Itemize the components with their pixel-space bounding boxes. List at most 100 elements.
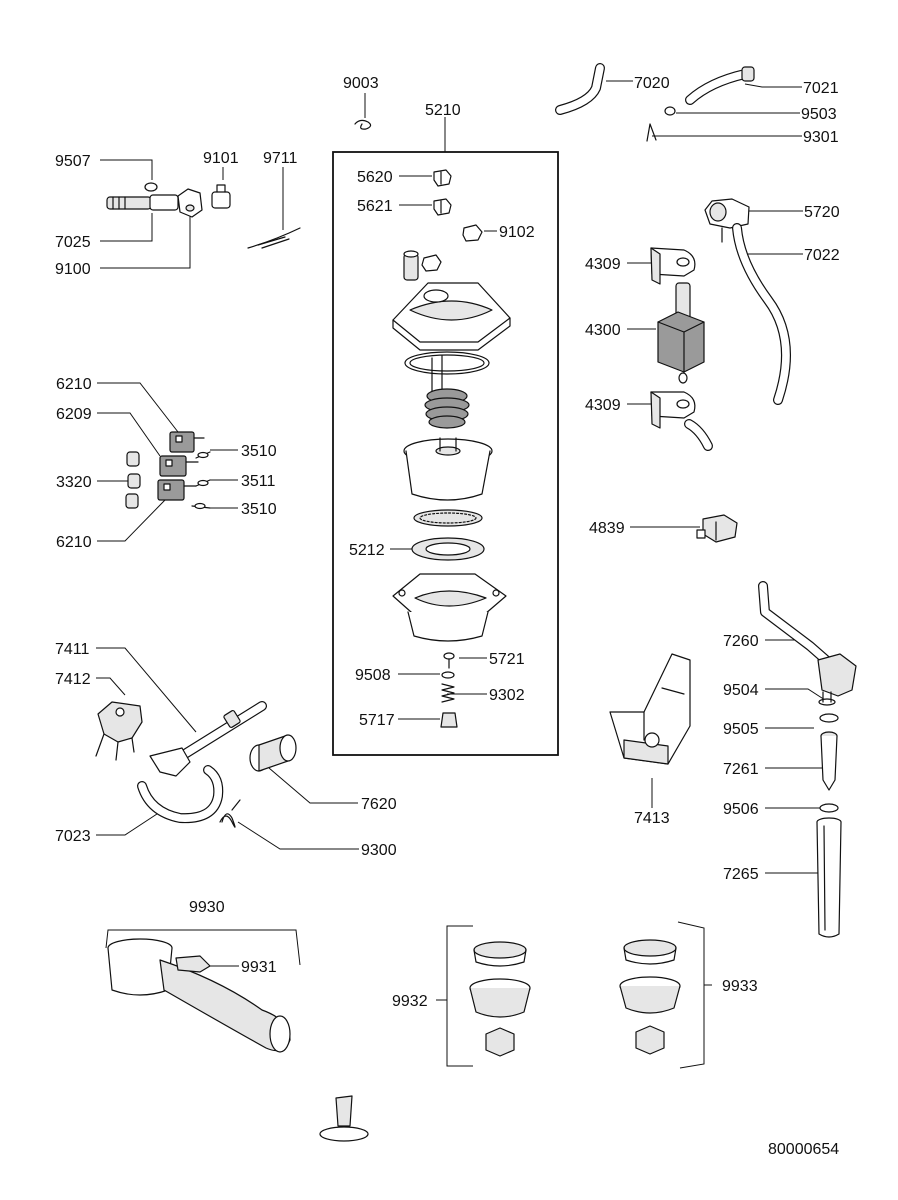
label-9504: 9504 bbox=[723, 682, 759, 699]
part-group-base bbox=[392, 573, 507, 642]
label-7265: 7265 bbox=[723, 866, 759, 883]
label-5210: 5210 bbox=[425, 102, 461, 119]
part-4309-bracket-bottom bbox=[650, 391, 696, 429]
part-7260-steam-pipe bbox=[758, 581, 857, 697]
part-4839-thermostat bbox=[696, 514, 738, 543]
part-9508-oring bbox=[441, 671, 455, 679]
part-5717-valve bbox=[440, 712, 458, 728]
label-9100: 9100 bbox=[55, 261, 91, 278]
label-4839: 4839 bbox=[589, 520, 625, 537]
drawing-number: 80000654 bbox=[768, 1141, 839, 1158]
label-9302: 9302 bbox=[489, 687, 525, 704]
part-9931-clip bbox=[175, 955, 211, 973]
label-5717: 5717 bbox=[359, 712, 395, 729]
part-boiler-small-fittings bbox=[403, 250, 442, 281]
label-9931: 9931 bbox=[241, 959, 277, 976]
part-9003-clip bbox=[354, 119, 372, 130]
part-7412-bracket bbox=[95, 701, 143, 761]
part-7411-lever bbox=[149, 701, 267, 777]
label-9503: 9503 bbox=[801, 106, 837, 123]
part-3320-knobs bbox=[125, 451, 141, 509]
label-7025: 7025 bbox=[55, 234, 91, 251]
part-6209-switch bbox=[159, 455, 199, 477]
label-3320: 3320 bbox=[56, 474, 92, 491]
part-7023-hose bbox=[137, 765, 224, 824]
part-9507-oring bbox=[144, 182, 158, 192]
part-7261-nozzle bbox=[820, 731, 838, 791]
part-4300-pump bbox=[657, 282, 705, 384]
part-7413-bracket bbox=[609, 653, 691, 765]
label-9101: 9101 bbox=[203, 150, 239, 167]
label-6210-top: 6210 bbox=[56, 376, 92, 393]
part-4309-bracket-top bbox=[650, 247, 696, 285]
leader-lines bbox=[96, 80, 826, 1069]
label-9508: 9508 bbox=[355, 667, 391, 684]
label-4309-top: 4309 bbox=[585, 256, 621, 273]
part-6210-switch-bottom bbox=[157, 479, 197, 501]
part-9932-filter-set bbox=[469, 941, 531, 1057]
part-9101-fitting bbox=[211, 184, 231, 209]
part-9711-cable-tie bbox=[247, 227, 301, 249]
part-heating-element bbox=[424, 355, 470, 429]
part-7265-sleeve bbox=[816, 817, 842, 938]
label-5212: 5212 bbox=[349, 542, 385, 559]
label-5720: 5720 bbox=[804, 204, 840, 221]
part-boiler-cup bbox=[403, 437, 493, 501]
part-3511-lamp bbox=[195, 479, 211, 487]
part-boiler-top bbox=[392, 282, 511, 351]
part-pump-outlet-hose bbox=[684, 419, 713, 451]
label-4300: 4300 bbox=[585, 322, 621, 339]
label-6209: 6209 bbox=[56, 406, 92, 423]
label-7021: 7021 bbox=[803, 80, 839, 97]
label-9932: 9932 bbox=[392, 993, 428, 1010]
part-5620-valve bbox=[433, 169, 452, 187]
part-5212-gasket bbox=[411, 537, 485, 561]
label-7023: 7023 bbox=[55, 828, 91, 845]
label-5721: 5721 bbox=[489, 651, 525, 668]
part-boiler-gasket bbox=[404, 351, 490, 375]
part-6210-switch-top bbox=[169, 431, 205, 453]
label-5621: 5621 bbox=[357, 198, 393, 215]
label-9711: 9711 bbox=[263, 150, 298, 167]
part-7025-fitting bbox=[106, 194, 179, 211]
label-3511: 3511 bbox=[241, 473, 276, 490]
label-7412: 7412 bbox=[55, 671, 91, 688]
label-3510-top: 3510 bbox=[241, 443, 277, 460]
part-5621-valve bbox=[433, 198, 452, 216]
part-tamper bbox=[319, 1095, 369, 1142]
part-3510-lamp-top bbox=[195, 451, 211, 459]
label-9300: 9300 bbox=[361, 842, 397, 859]
part-9506-oring bbox=[819, 803, 839, 813]
part-5720-fitting bbox=[704, 198, 750, 243]
part-9933-filter-set bbox=[619, 939, 681, 1055]
label-7260: 7260 bbox=[723, 633, 759, 650]
label-9507: 9507 bbox=[55, 153, 91, 170]
part-7020-hose bbox=[555, 63, 605, 115]
part-9503-oring bbox=[664, 106, 676, 116]
label-7411: 7411 bbox=[55, 641, 90, 658]
label-4309-bottom: 4309 bbox=[585, 397, 621, 414]
part-3510-lamp-bottom bbox=[191, 502, 211, 510]
label-9102: 9102 bbox=[499, 224, 535, 241]
part-7021-hose bbox=[685, 66, 755, 105]
label-7413: 7413 bbox=[634, 810, 670, 827]
label-9505: 9505 bbox=[723, 721, 759, 738]
label-7020: 7020 bbox=[634, 75, 670, 92]
part-9300-spring bbox=[219, 799, 241, 828]
label-7620: 7620 bbox=[361, 796, 397, 813]
label-7261: 7261 bbox=[723, 761, 759, 778]
part-9302-spring bbox=[441, 683, 455, 703]
part-9301-clip bbox=[646, 123, 657, 142]
part-7022-hose bbox=[732, 223, 791, 405]
label-5620: 5620 bbox=[357, 169, 393, 186]
label-6210-bottom: 6210 bbox=[56, 534, 92, 551]
part-7620-sleeve bbox=[249, 734, 297, 772]
part-9102-fitting bbox=[462, 224, 483, 242]
part-9930-portafilter bbox=[107, 938, 291, 1053]
label-9301: 9301 bbox=[803, 129, 839, 146]
part-labels: 9003 5210 7020 7021 9503 9301 9507 9101 … bbox=[55, 75, 840, 1158]
label-9933: 9933 bbox=[722, 978, 758, 995]
label-9930: 9930 bbox=[189, 899, 225, 916]
part-shower-screen bbox=[413, 509, 483, 527]
label-9506: 9506 bbox=[723, 801, 759, 818]
